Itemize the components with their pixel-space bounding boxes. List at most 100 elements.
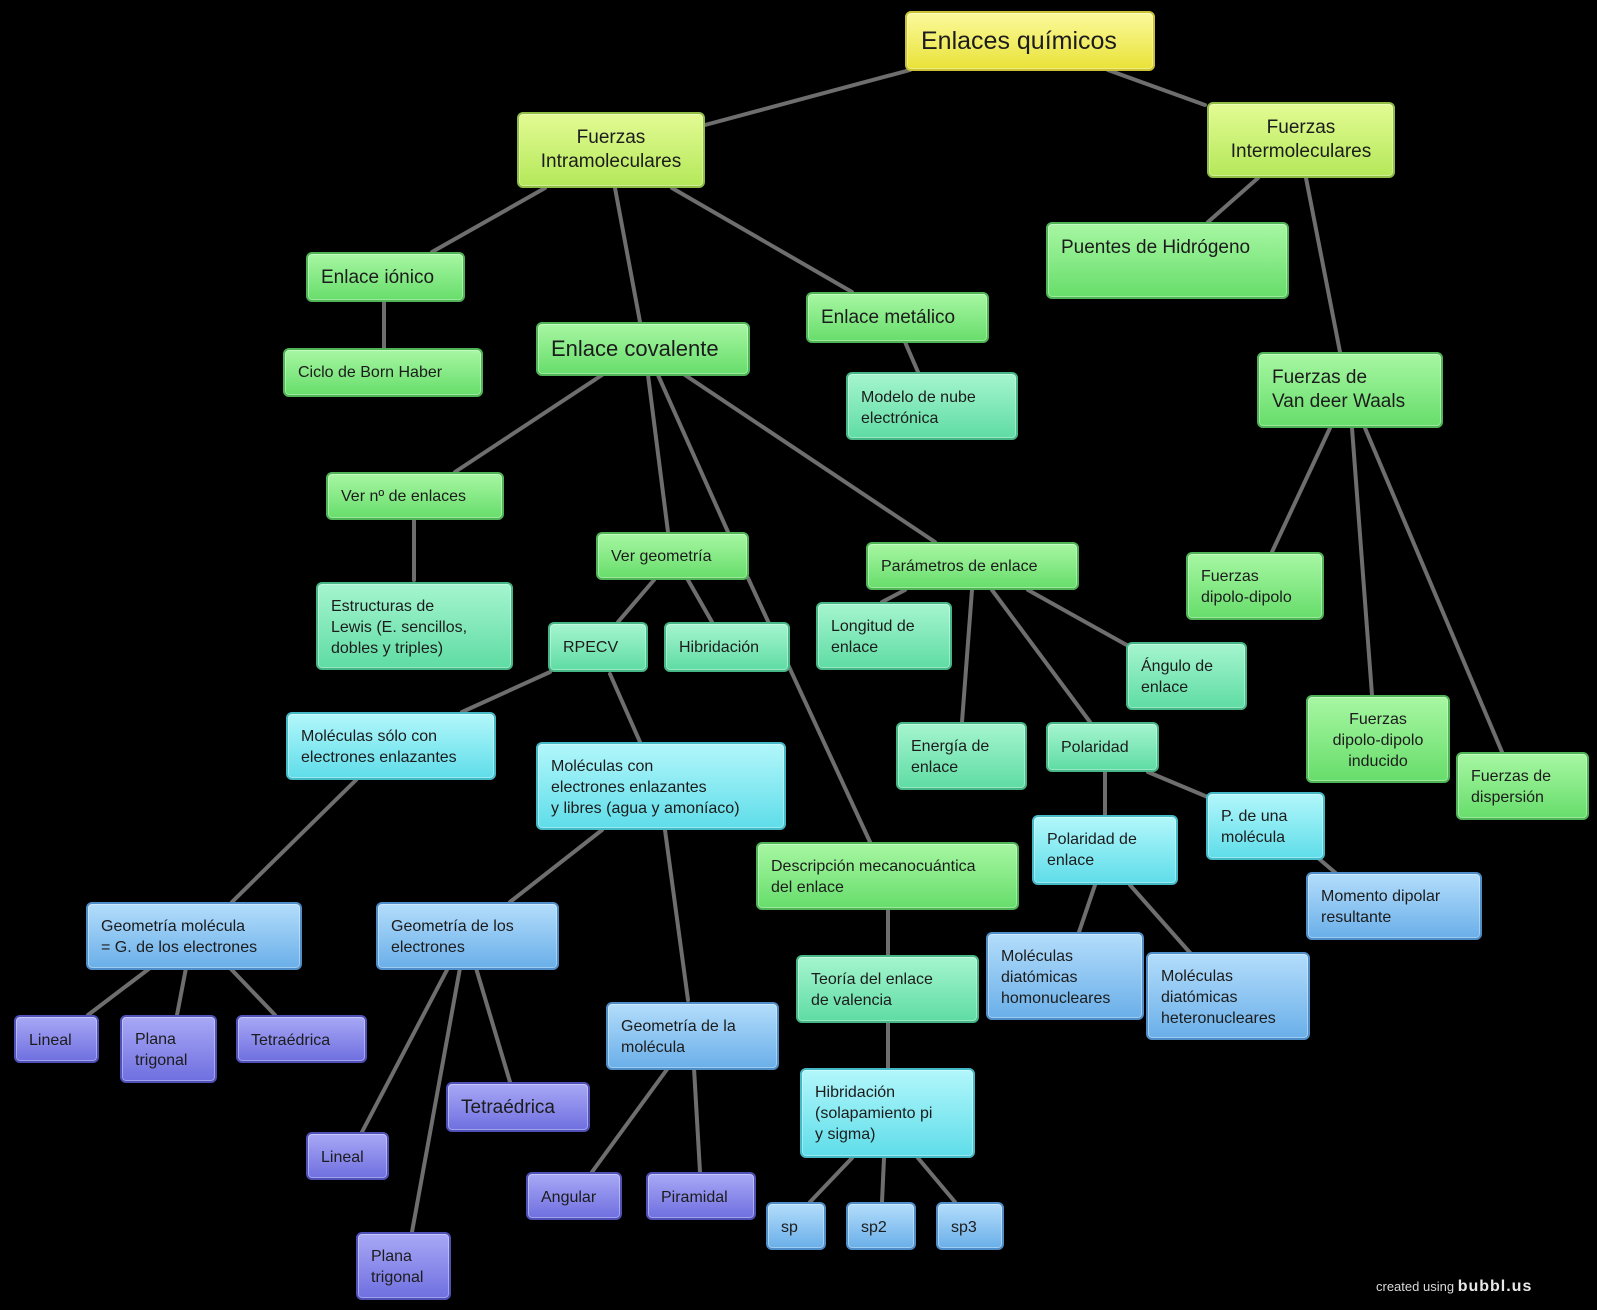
credit-brand: bubbl.us [1457, 1278, 1533, 1295]
node-energia-enlace[interactable]: Energía de enlace [896, 722, 1027, 790]
node-tetraedrica-1[interactable]: Tetraédrica [236, 1015, 367, 1063]
link-root-intra [703, 68, 912, 127]
node-hibridacion-solapamiento[interactable]: Hibridación (solapamiento pi y sigma) [800, 1068, 975, 1158]
node-sp2[interactable]: sp2 [846, 1202, 916, 1250]
node-fuerzas-dipolo-dipolo[interactable]: Fuerzas dipolo-dipolo [1186, 552, 1324, 620]
link-cov-parametros [683, 373, 937, 544]
link-polenlace-homo [1076, 883, 1097, 937]
node-label: Fuerzas de dispersión [1471, 768, 1552, 806]
node-label: Hibridación (solapamiento pi y sigma) [815, 1084, 933, 1143]
node-sp3[interactable]: sp3 [936, 1202, 1004, 1250]
node-tetraedrica-2[interactable]: Tetraédrica [446, 1082, 590, 1132]
node-polaridad-molecula[interactable]: P. de una molécula [1206, 792, 1325, 860]
node-label: sp [781, 1219, 798, 1236]
node-longitud-enlace[interactable]: Longitud de enlace [816, 602, 952, 670]
node-lineal-1[interactable]: Lineal [14, 1015, 99, 1063]
node-plana-trigonal-1[interactable]: Plana trigonal [120, 1015, 217, 1083]
node-hibridacion[interactable]: Hibridación [664, 622, 790, 672]
link-geomolecula-angular [590, 1066, 670, 1174]
node-label: Ángulo de enlace [1141, 658, 1214, 696]
node-enlace-covalente[interactable]: Enlace covalente [536, 322, 750, 376]
node-teoria-enlace-valencia[interactable]: Teoría del enlace de valencia [796, 955, 979, 1023]
link-metalico-nube [903, 340, 920, 374]
node-fuerzas-dispersion[interactable]: Fuerzas de dispersión [1456, 752, 1589, 820]
node-fuerzas-van-der-waals[interactable]: Fuerzas de Van deer Waals [1257, 352, 1443, 428]
node-rpecv[interactable]: RPECV [548, 622, 648, 672]
node-enlace-ionico[interactable]: Enlace iónico [306, 252, 465, 302]
node-label: Fuerzas dipolo-dipolo inducido [1332, 711, 1424, 770]
node-label: Lineal [321, 1149, 364, 1166]
node-angulo-enlace[interactable]: Ángulo de enlace [1126, 642, 1247, 710]
node-fuerzas-intermoleculares[interactable]: Fuerzas Intermoleculares [1207, 102, 1395, 178]
node-moleculas-enlazantes-libres[interactable]: Moléculas con electrones enlazantes y li… [536, 742, 786, 830]
node-label: Enlace metálico [821, 307, 956, 328]
node-label: Puentes de Hidrógeno [1061, 237, 1251, 258]
node-piramidal[interactable]: Piramidal [646, 1172, 756, 1220]
node-geometria-de-la-molecula[interactable]: Geometría de la molécula [606, 1002, 779, 1070]
node-sp[interactable]: sp [766, 1202, 826, 1250]
link-geomol-lineal1 [86, 966, 152, 1017]
node-lineal-2[interactable]: Lineal [306, 1132, 389, 1180]
node-polaridad[interactable]: Polaridad [1046, 722, 1159, 772]
node-polaridad-enlace[interactable]: Polaridad de enlace [1032, 815, 1178, 885]
link-geoelec-lineal2 [360, 966, 450, 1134]
node-enlace-metalico[interactable]: Enlace metálico [806, 292, 989, 343]
node-moleculas-heteronucleares[interactable]: Moléculas diatómicas heteronucleares [1146, 952, 1310, 1040]
node-label: Fuerzas Intermoleculares [1230, 117, 1372, 162]
node-estructuras-lewis[interactable]: Estructuras de Lewis (E. sencillos, dobl… [316, 582, 513, 670]
node-puentes-hidrogeno[interactable]: Puentes de Hidrógeno [1046, 222, 1289, 299]
node-angular[interactable]: Angular [526, 1172, 622, 1220]
node-label: Parámetros de enlace [881, 558, 1038, 575]
node-descripcion-mecanocuantica[interactable]: Descripción mecanocuántica del enlace [756, 842, 1019, 910]
link-vdw-dispersion [1363, 426, 1504, 754]
link-mollibres-geoelec [508, 828, 604, 904]
link-cov-hibridacion [656, 373, 730, 534]
node-momento-dipolar[interactable]: Momento dipolar resultante [1306, 872, 1482, 940]
link-geomolecula-piramidal [692, 1066, 702, 1174]
node-label: Descripción mecanocuántica del enlace [771, 858, 976, 896]
node-parametros-enlace[interactable]: Parámetros de enlace [866, 542, 1079, 590]
node-ver-num-enlaces[interactable]: Ver nº de enlaces [326, 472, 504, 520]
node-label: Momento dipolar resultante [1321, 888, 1441, 926]
link-geomol-plana1 [175, 966, 188, 1017]
link-vdw-dipinducido [1350, 426, 1374, 697]
node-fuerzas-intramoleculares[interactable]: Fuerzas Intramoleculares [517, 112, 705, 188]
node-label: Geometría de los electrones [391, 918, 514, 956]
link-parametros-longitud [880, 588, 907, 604]
node-enlaces-quimicos[interactable]: Enlaces químicos [905, 11, 1155, 71]
node-modelo-nube-electronica[interactable]: Modelo de nube electrónica [846, 372, 1018, 440]
link-intra-metalico [670, 186, 854, 294]
node-label: sp3 [951, 1219, 977, 1236]
node-label: Moléculas con electrones enlazantes y li… [551, 758, 740, 817]
node-ver-geometria[interactable]: Ver geometría [596, 532, 749, 580]
node-label: Tetraédrica [251, 1032, 331, 1049]
node-label: Fuerzas Intramoleculares [540, 127, 682, 172]
node-plana-trigonal-2[interactable]: Plana trigonal [356, 1232, 451, 1300]
node-label: Ciclo de Born Haber [298, 364, 443, 381]
node-label: Enlace iónico [321, 267, 435, 288]
node-label: Moléculas diatómicas heteronucleares [1161, 968, 1276, 1027]
node-ciclo-born-haber[interactable]: Ciclo de Born Haber [283, 348, 483, 397]
link-cov-numenlaces [453, 373, 604, 474]
node-label: Ver geometría [611, 548, 712, 565]
link-geoelec-plana2 [410, 966, 462, 1234]
link-geomol-tetra1 [228, 966, 277, 1017]
node-geometria-molecula-electrones[interactable]: Geometría molécula = G. de los electrone… [86, 902, 302, 970]
node-label: sp2 [861, 1219, 887, 1236]
link-polaridad-pmolecula [1146, 770, 1212, 800]
node-moleculas-homonucleares[interactable]: Moléculas diatómicas homonucleares [986, 932, 1144, 1020]
node-label: Modelo de nube electrónica [861, 389, 976, 427]
link-cov-geometria [646, 373, 670, 534]
link-rpecv-molsolo [460, 670, 552, 714]
node-moleculas-solo-enlazantes[interactable]: Moléculas sólo con electrones enlazantes [286, 712, 496, 780]
link-geometria-hibridacion [686, 578, 714, 624]
link-intra-covalente [613, 186, 642, 324]
node-label: Plana trigonal [371, 1248, 424, 1286]
link-polenlace-hetero [1128, 883, 1194, 957]
link-rpecv-mollibres [608, 672, 642, 744]
node-geometria-electrones[interactable]: Geometría de los electrones [376, 902, 559, 970]
link-hibsol-sp3 [916, 1156, 957, 1204]
link-hibsol-sp [808, 1156, 854, 1204]
node-fuerzas-dipolo-inducido[interactable]: Fuerzas dipolo-dipolo inducido [1306, 695, 1450, 783]
